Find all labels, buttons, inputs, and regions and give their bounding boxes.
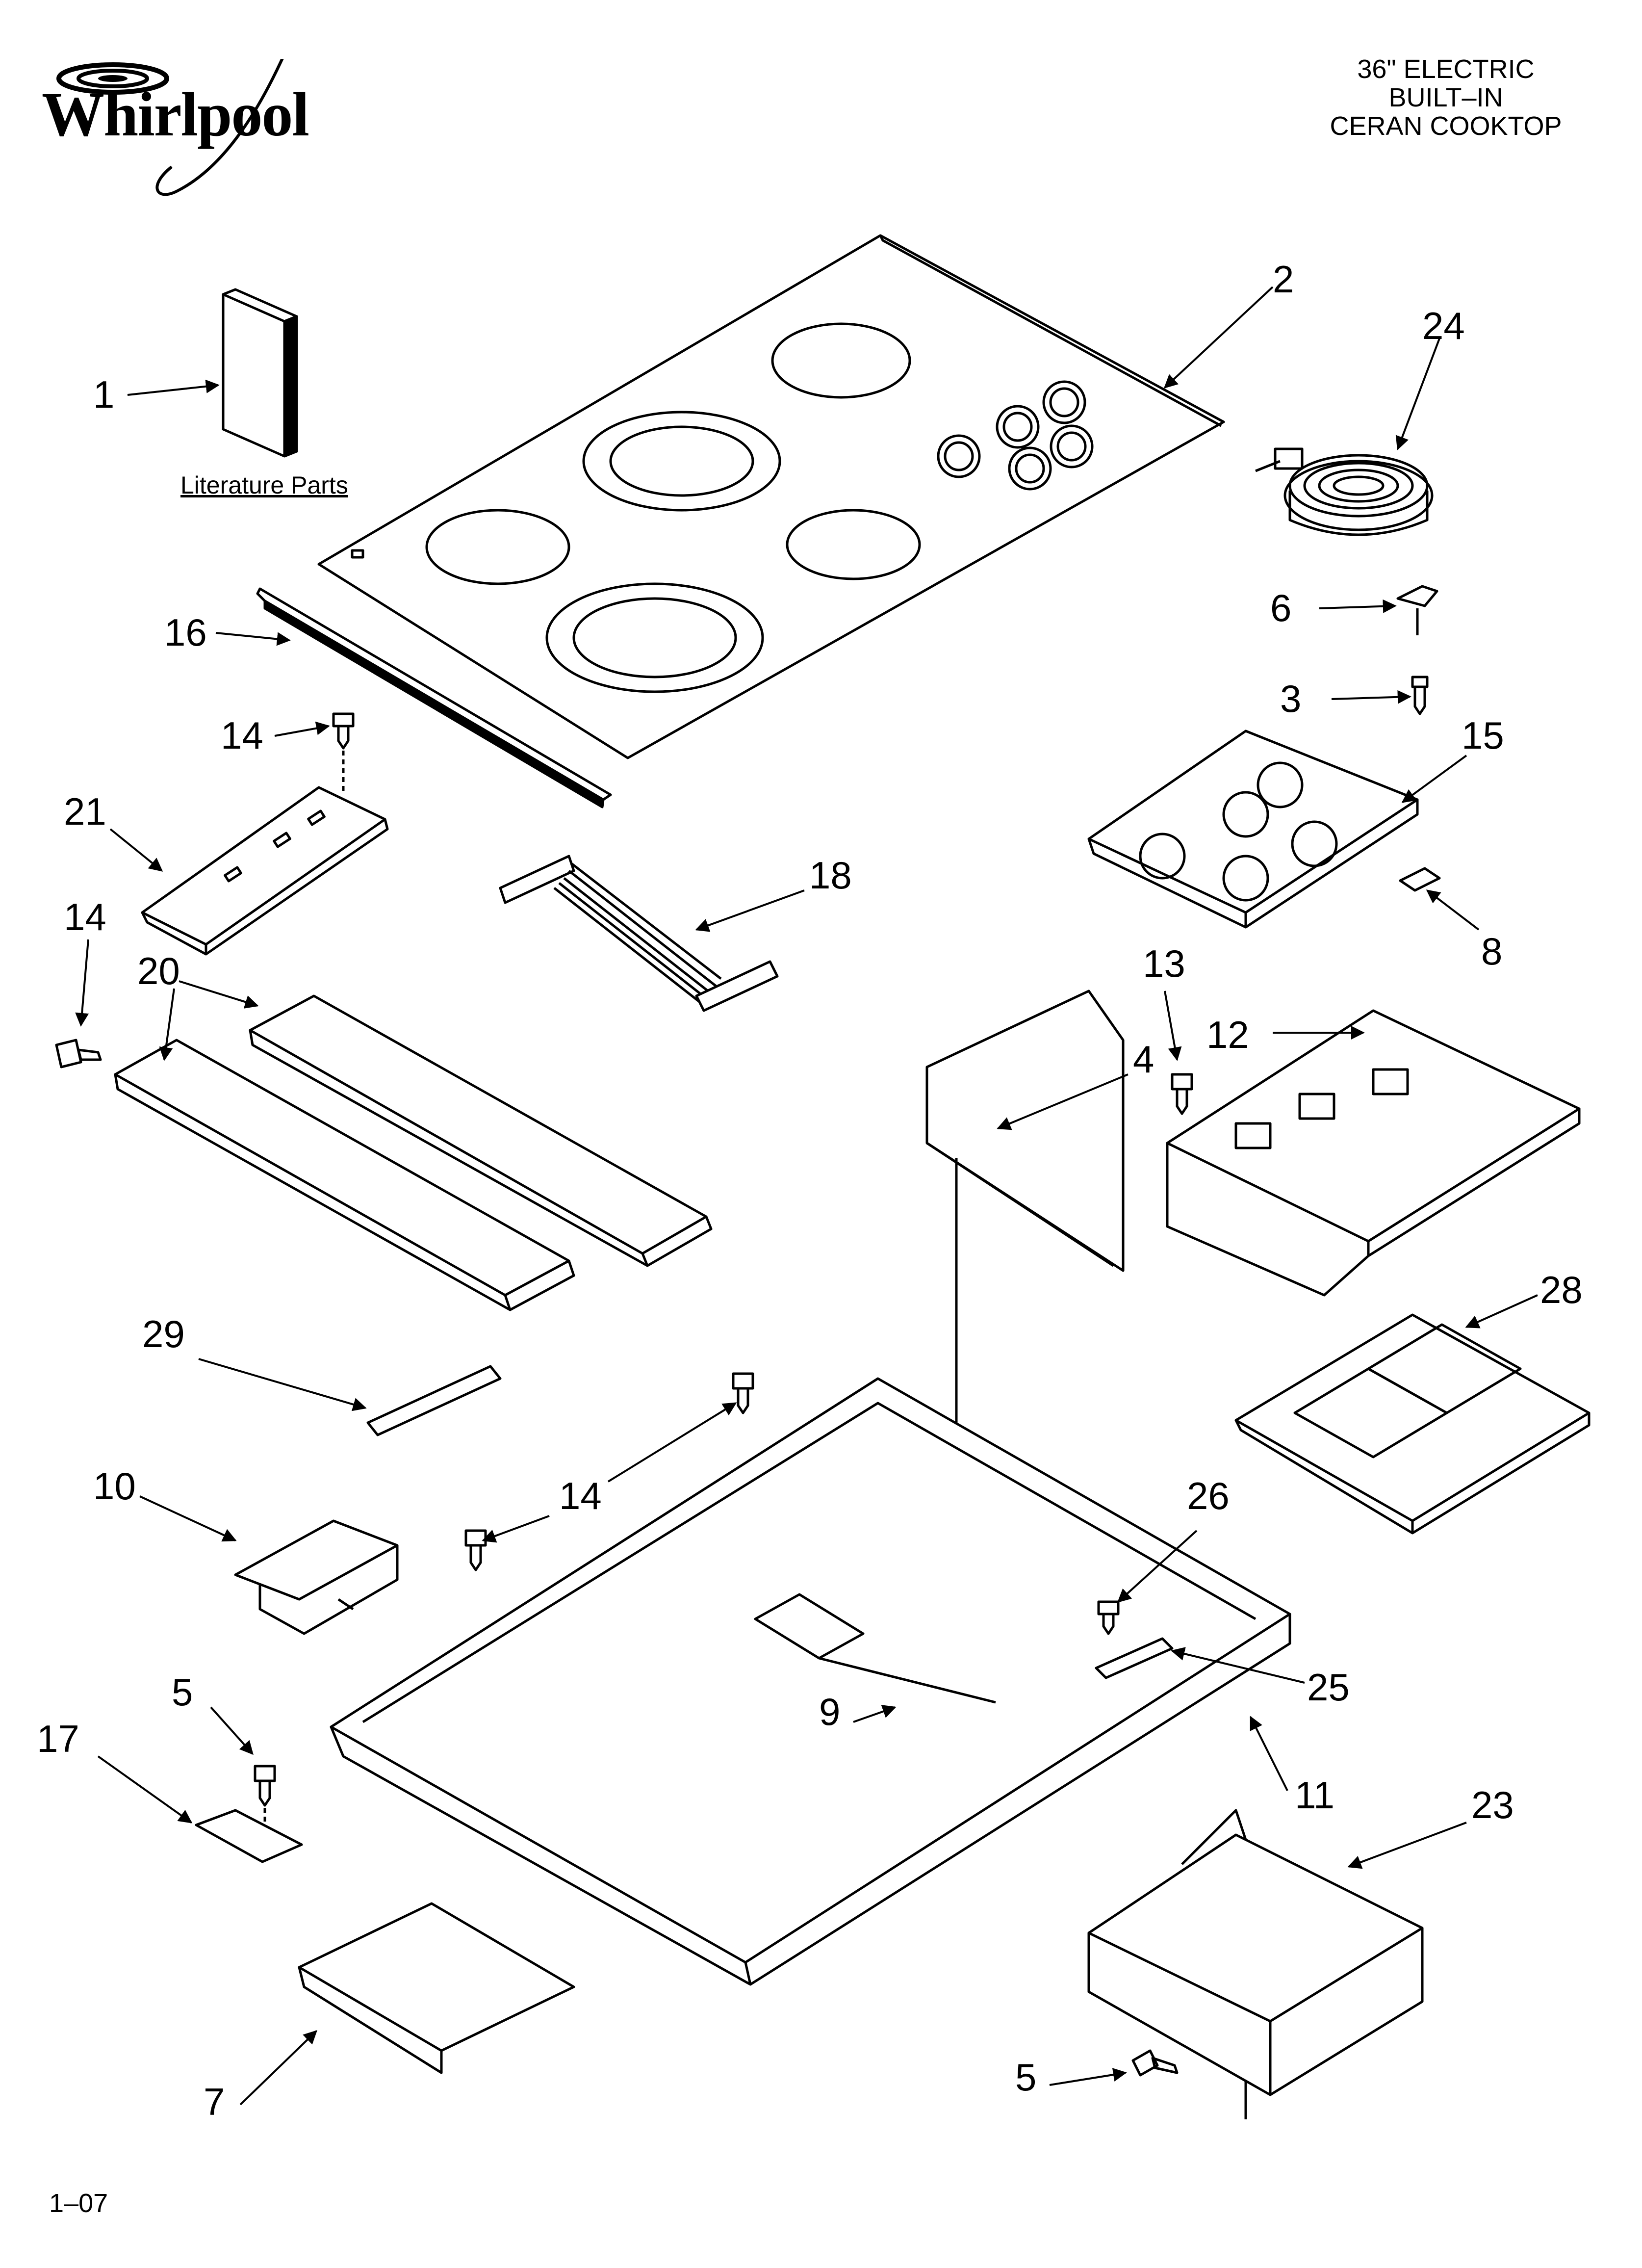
callout-26: 26 xyxy=(1187,1474,1230,1517)
callout-2: 2 xyxy=(1273,258,1294,301)
callout-21: 21 xyxy=(64,790,106,833)
shield-4 xyxy=(925,990,1125,1629)
title-line-3: CERAN COOKTOP xyxy=(1330,111,1562,141)
callout-6: 6 xyxy=(1270,586,1292,629)
title-line-1: 36" ELECTRIC xyxy=(1357,54,1535,84)
rail-20-upper xyxy=(249,994,713,1267)
revision-code: 1–07 xyxy=(49,2189,108,2218)
callout-10: 10 xyxy=(93,1464,136,1508)
main-frame xyxy=(330,1377,1291,1986)
bracket-21 xyxy=(141,786,389,956)
callout-18: 18 xyxy=(809,854,852,897)
callout-9: 9 xyxy=(819,1690,841,1733)
callout-12: 12 xyxy=(1206,1013,1249,1056)
screw-26 xyxy=(1097,1600,1120,1635)
front-trim-strip xyxy=(256,587,612,801)
screw-5-a xyxy=(254,1765,276,1825)
relay-box xyxy=(1166,1009,1581,1297)
callout-3: 3 xyxy=(1280,677,1302,720)
callout-5-b: 5 xyxy=(1015,2056,1037,2099)
whirlpool-swirl-logo xyxy=(56,59,284,196)
cooktop-glass xyxy=(317,234,1225,759)
callout-14-a: 14 xyxy=(221,714,263,757)
callout-17: 17 xyxy=(37,1717,79,1760)
mounting-plate-28 xyxy=(1234,1313,1591,1535)
literature-booklet xyxy=(222,288,298,458)
screw-14-d xyxy=(55,1039,102,1069)
screw-3 xyxy=(1411,676,1429,715)
title-line-2: BUILT–IN xyxy=(1388,83,1503,112)
callout-7: 7 xyxy=(204,2080,225,2123)
callout-16: 16 xyxy=(164,611,207,654)
screw-14-c xyxy=(464,1529,487,1571)
callout-8: 8 xyxy=(1481,930,1503,973)
callout-29: 29 xyxy=(142,1312,185,1356)
front-trim-strip-edge xyxy=(263,600,605,808)
bracket-29 xyxy=(366,1365,502,1436)
literature-parts-label: Literature Parts xyxy=(180,471,348,499)
callout-4: 4 xyxy=(1133,1038,1155,1081)
callout-28: 28 xyxy=(1540,1268,1583,1311)
radiant-element xyxy=(1255,447,1434,536)
callout-23: 23 xyxy=(1471,1783,1514,1826)
clip xyxy=(1396,585,1438,607)
plate-17 xyxy=(195,1809,303,1863)
screw-13 xyxy=(1171,1073,1193,1115)
page-title: 36" ELECTRIC BUILT–IN CERAN COOKTOP xyxy=(1299,55,1593,140)
ribbon-cable xyxy=(499,855,779,1012)
bracket-7 xyxy=(298,1902,575,2074)
callout-15: 15 xyxy=(1462,714,1504,757)
junction-box xyxy=(1087,1809,1424,2119)
module-10 xyxy=(234,1519,399,1635)
leader-lines xyxy=(75,286,1538,2106)
brand-name: Whirlpool xyxy=(42,79,309,149)
callout-14-c: 14 xyxy=(559,1474,602,1517)
callout-25: 25 xyxy=(1307,1666,1350,1709)
callout-20: 20 xyxy=(137,949,180,992)
callout-11: 11 xyxy=(1295,1773,1334,1817)
callout-24: 24 xyxy=(1422,304,1465,347)
control-board xyxy=(1087,730,1419,929)
callout-13: 13 xyxy=(1143,942,1185,985)
screw-14-b xyxy=(732,1372,754,1414)
small-clip-8 xyxy=(1399,867,1441,892)
screw-14-a xyxy=(332,712,355,795)
callout-1: 1 xyxy=(93,373,115,416)
screw-5-b xyxy=(1131,2049,1179,2077)
rail-20-lower xyxy=(114,1039,575,1311)
callout-5-a: 5 xyxy=(172,1670,193,1714)
callout-14-b: 14 xyxy=(64,895,106,938)
